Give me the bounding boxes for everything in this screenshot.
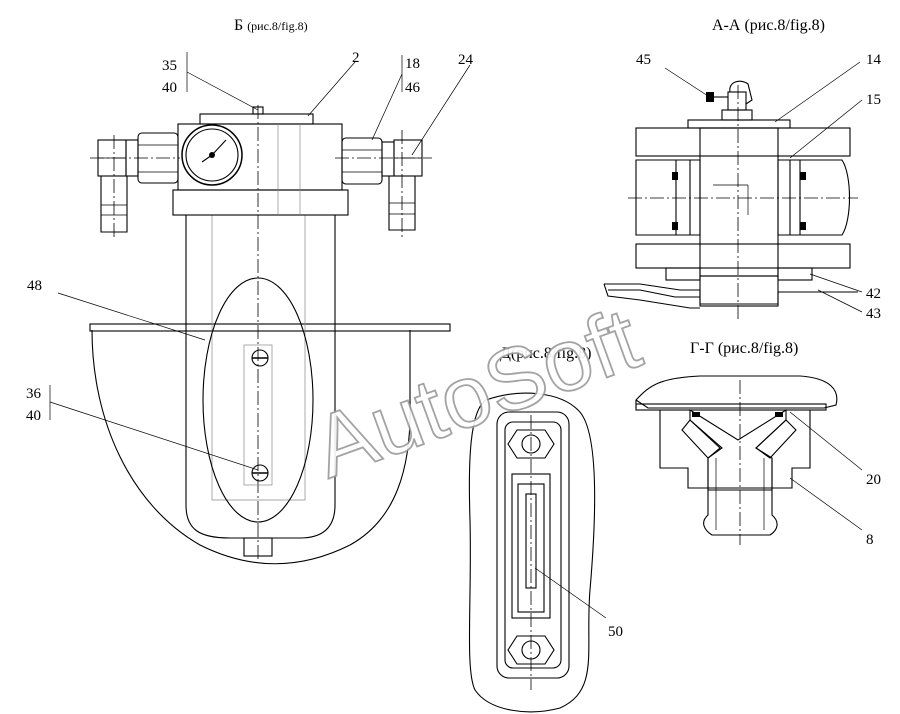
filter-bowl bbox=[185, 215, 336, 539]
callout-18: 18 bbox=[405, 56, 420, 72]
shaft bbox=[699, 127, 779, 277]
mounting-plate bbox=[89, 323, 451, 332]
pressure-gauge bbox=[181, 124, 243, 186]
callout-14: 14 bbox=[866, 52, 882, 68]
view-aa-title: А-А (рис.8/fig.8) bbox=[712, 17, 825, 34]
dome-cap bbox=[635, 375, 838, 409]
callout-15: 15 bbox=[866, 92, 881, 108]
view-d-outline bbox=[468, 392, 596, 713]
callout-40-bottom: 40 bbox=[26, 408, 41, 424]
callout-43: 43 bbox=[866, 306, 881, 322]
view-aa: А-А (рис.8/fig.8) bbox=[603, 17, 882, 322]
callout-24: 24 bbox=[458, 52, 474, 68]
left-fitting bbox=[90, 132, 180, 240]
callout-50: 50 bbox=[608, 624, 623, 640]
callout-40-top: 40 bbox=[162, 80, 177, 96]
upper-plug bbox=[251, 349, 269, 367]
grease-nipple bbox=[706, 80, 753, 121]
gg-pipe bbox=[703, 458, 778, 536]
callout-36: 36 bbox=[26, 386, 42, 402]
view-gg-title: Г-Г (рис.8/fig.8) bbox=[690, 340, 798, 357]
lower-plug bbox=[251, 464, 269, 482]
filter-head bbox=[172, 189, 349, 216]
callout-8: 8 bbox=[866, 532, 874, 548]
callout-20: 20 bbox=[866, 472, 881, 488]
callout-45: 45 bbox=[636, 52, 651, 68]
view-b-title: Б (рис.8/fig.8) bbox=[234, 17, 308, 34]
housing-outline bbox=[91, 329, 411, 565]
upper-plate bbox=[635, 127, 851, 157]
upper-bolt bbox=[507, 429, 555, 459]
lower-plate bbox=[635, 243, 851, 269]
watermark: AutoSoft bbox=[301, 288, 652, 496]
view-gg: Г-Г (рис.8/fig.8) 20 8 bbox=[635, 340, 881, 548]
callout-48: 48 bbox=[27, 278, 42, 294]
view-d: Д(рис.8/fig.8) 50 bbox=[468, 345, 623, 713]
callout-35: 35 bbox=[162, 58, 177, 74]
view-b: Б (рис.8/fig.8) bbox=[26, 17, 474, 565]
gg-body bbox=[659, 409, 811, 489]
view-d-title: Д(рис.8/fig.8) bbox=[500, 345, 591, 362]
callout-42: 42 bbox=[866, 286, 881, 302]
callout-46: 46 bbox=[405, 80, 421, 96]
callout-2: 2 bbox=[352, 50, 360, 66]
right-fitting bbox=[335, 130, 432, 240]
sight-ellipse bbox=[202, 277, 314, 523]
